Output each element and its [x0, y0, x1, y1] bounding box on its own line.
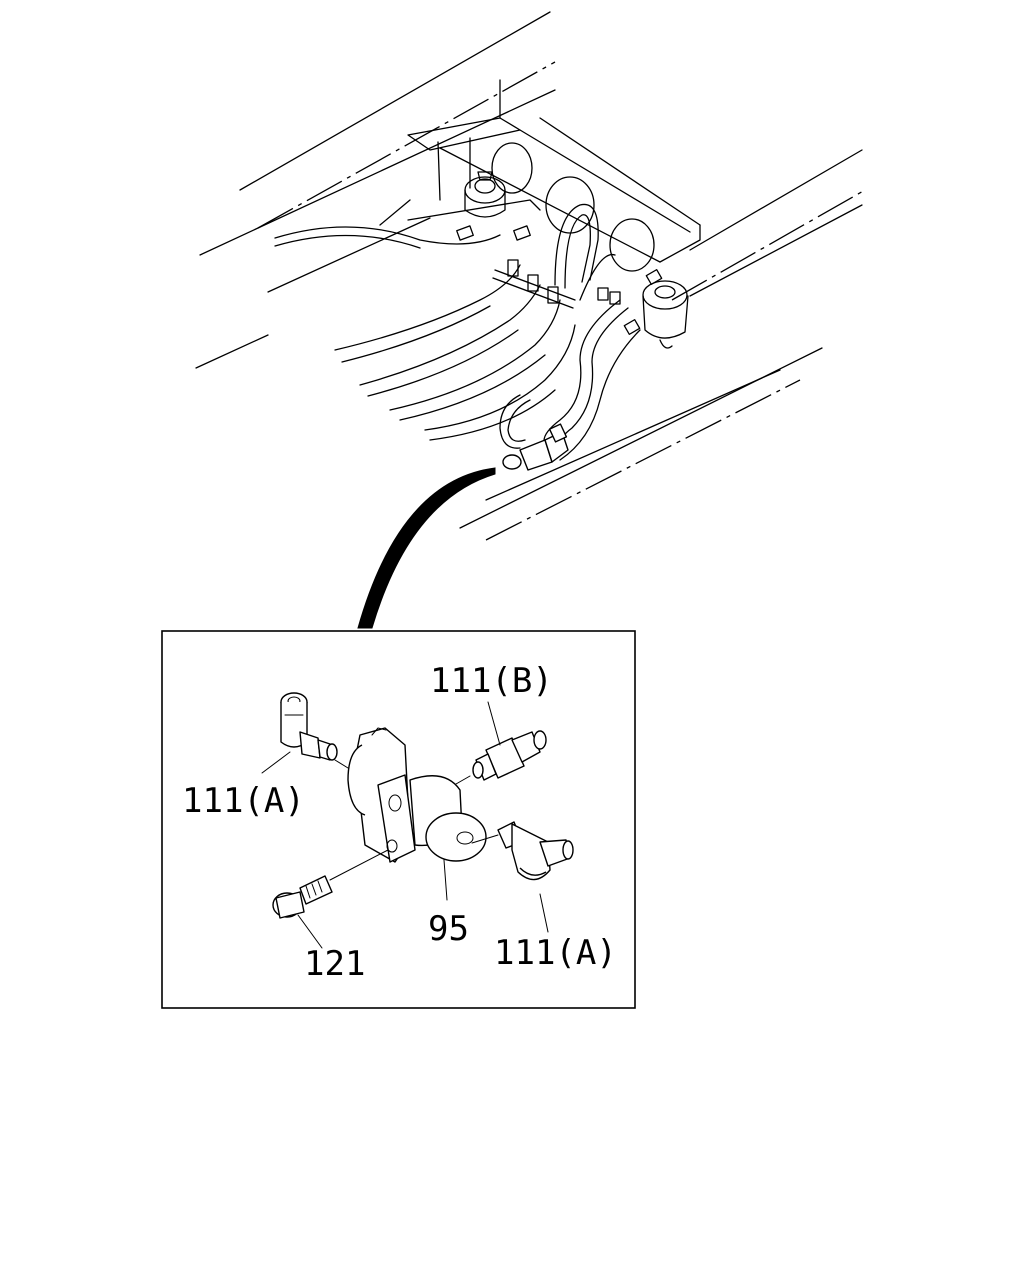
connector-111b: [472, 730, 547, 781]
valve-body-95: [347, 727, 487, 863]
bolt-121: [272, 875, 333, 919]
callout-111a-right: 111(A): [494, 933, 617, 973]
overview-valve-unit: [502, 423, 569, 471]
callout-95: 95: [428, 909, 469, 949]
detail-box: 111(B) 111(A) 95 111(A) 121: [161, 630, 636, 1009]
callout-121: 121: [304, 944, 365, 984]
elbow-fitting-111a-left: [280, 692, 338, 761]
callout-111a-left: 111(A): [182, 781, 305, 821]
detail-pointer-arrow: [357, 467, 496, 629]
callout-111b: 111(B): [430, 661, 553, 701]
elbow-fitting-111a-right: [497, 821, 574, 881]
chassis-overview: [195, 11, 866, 629]
